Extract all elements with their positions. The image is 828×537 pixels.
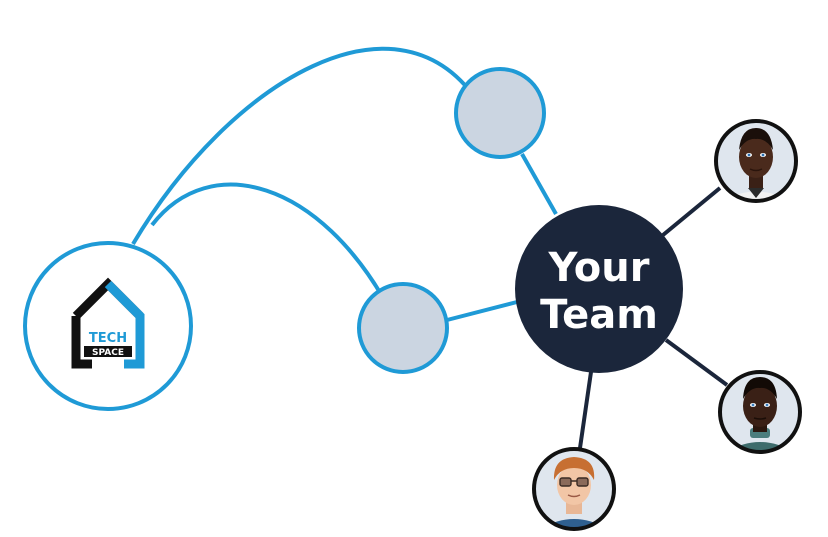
logo-text-space: SPACE — [92, 348, 124, 358]
connector-lines — [446, 153, 729, 449]
connector-hub-member-3 — [578, 371, 593, 449]
connector-hub-member-2 — [664, 338, 729, 387]
intermediate-node-bottom — [357, 282, 449, 374]
connector-top-node-hub — [520, 153, 558, 215]
team-member-1 — [714, 119, 798, 203]
techspace-logo-icon: TECH SPACE — [71, 277, 145, 369]
logo-node-circle — [23, 241, 193, 411]
connector-hub-member-1 — [661, 186, 722, 237]
arrow-curve-bottom — [150, 182, 392, 311]
team-member-2 — [718, 370, 802, 454]
arrow-curve-top — [131, 47, 482, 246]
intermediate-node-top — [454, 67, 546, 159]
hub-circle — [515, 205, 683, 373]
hub-label-line1: Your — [548, 245, 650, 291]
hub-label-line2: Team — [540, 292, 658, 338]
logo-text-tech: TECH — [89, 331, 127, 346]
connector-mid-node-hub — [446, 300, 518, 322]
logo-node: TECH SPACE — [23, 241, 193, 411]
team-member-3 — [532, 447, 616, 531]
hub-node: Your Team — [515, 205, 683, 373]
flow-arrows — [131, 47, 485, 314]
